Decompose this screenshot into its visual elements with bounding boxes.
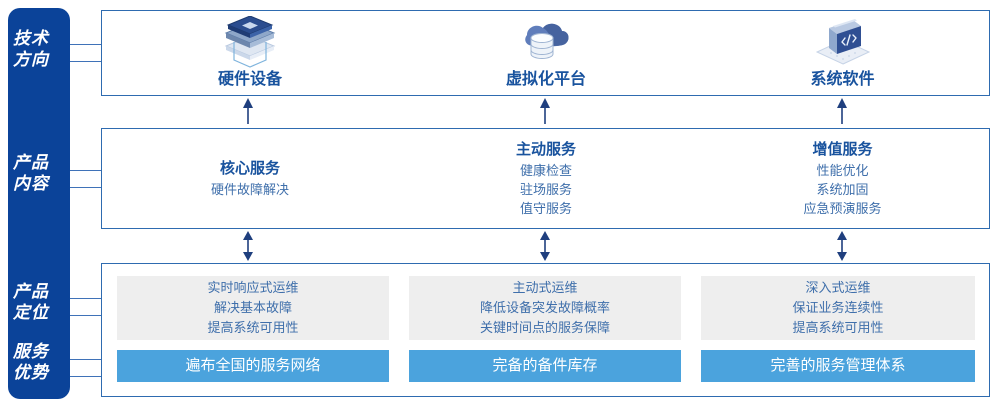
sidebar-item-service-advantages[interactable]: 服务 优势 [8,341,54,383]
connector-content-top [70,170,102,171]
tech-column-hardware-title: 硬件设备 [217,71,282,88]
sidebar-item-product-positioning[interactable]: 产品 定位 [8,281,54,323]
connector-tech-bottom [70,61,102,62]
content-item: 性能优化 [816,163,869,178]
positioning-line: 提高系统可用性 [792,320,884,335]
connector-advantages-bottom [70,376,102,377]
sidebar-item-product-content[interactable]: 产品 内容 [8,152,54,194]
advantage-bar-label: 完备的备件库存 [492,357,598,374]
connector-positioning-top [70,298,102,299]
positioning-line: 关键时间点的服务保障 [479,320,610,335]
sidebar-rail [8,8,70,399]
positioning-advantages-section: 实时响应式运维 解决基本故障 提高系统可用性 主动式运维 降低设备突发故障概率 … [101,263,990,397]
content-column-core-service[interactable]: 核心服务 硬件故障解决 [102,129,398,228]
content-item: 系统加固 [816,182,869,197]
arrow-up-down-icon-left [243,231,253,261]
advantage-bar-management-system[interactable]: 完善的服务管理体系 [701,350,975,382]
cloud-database-icon [525,23,569,60]
positioning-panel-indepth[interactable]: 深入式运维 保证业务连续性 提高系统可用性 [701,276,975,340]
content-item: 硬件故障解决 [210,182,289,197]
tech-column-system-software-title: 系统软件 [810,71,875,88]
content-item: 驻场服务 [519,182,572,197]
content-column-value-added-service[interactable]: 增值服务 性能优化 系统加固 应急预演服务 [694,129,991,228]
tech-column-hardware[interactable]: 硬件设备 [102,11,398,95]
positioning-panel-proactive[interactable]: 主动式运维 降低设备突发故障概率 关键时间点的服务保障 [409,276,681,340]
arrow-up-down-icon-center [540,231,550,261]
content-item: 值守服务 [519,201,572,216]
sidebar-item-service-advantages-line2: 优势 [13,363,49,382]
arrow-up-down-icon-right [837,231,847,261]
positioning-line: 主动式运维 [512,280,578,295]
advantage-bar-service-network[interactable]: 遍布全国的服务网络 [117,350,389,382]
advantage-bar-label: 遍布全国的服务网络 [185,357,321,374]
positioning-line: 深入式运维 [805,280,871,295]
tech-column-system-software[interactable]: 系统软件 [694,11,991,95]
arrow-up-icon-virtualization [540,98,550,124]
positioning-line: 实时响应式运维 [207,280,299,295]
connector-positioning-bottom [70,315,102,316]
positioning-panel-realtime[interactable]: 实时响应式运维 解决基本故障 提高系统可用性 [117,276,389,340]
server-stack-icon [224,16,276,68]
arrow-up-icon-system-software [837,98,847,124]
arrow-up-icon-hardware [243,98,253,124]
content-column-proactive-service[interactable]: 主动服务 健康检查 驻场服务 值守服务 [398,129,694,228]
tech-direction-section: 硬件设备 虚拟化平台 [101,10,990,96]
connector-advantages-top [70,359,102,360]
advantage-bar-spare-parts[interactable]: 完备的备件库存 [409,350,681,382]
positioning-line: 解决基本故障 [213,300,292,315]
sidebar-item-product-positioning-line2: 定位 [13,303,49,322]
tech-column-virtualization[interactable]: 虚拟化平台 [398,11,694,95]
sidebar-item-tech-direction[interactable]: 技术 方向 [8,28,54,70]
sidebar-item-product-content-line1: 产品 [13,153,49,172]
positioning-line: 保证业务连续性 [792,300,884,315]
sidebar-item-tech-direction-line1: 技术 [13,29,49,48]
content-column-proactive-service-title: 主动服务 [515,141,576,158]
positioning-line: 降低设备突发故障概率 [479,300,610,315]
sidebar-item-service-advantages-line1: 服务 [13,342,49,361]
product-content-section: 核心服务 硬件故障解决 主动服务 健康检查 驻场服务 值守服务 增值服务 性能优… [101,128,990,229]
sidebar-item-tech-direction-line2: 方向 [13,50,49,69]
connector-content-bottom [70,187,102,188]
connector-tech-top [70,44,102,45]
content-item: 应急预演服务 [803,201,882,216]
content-column-value-added-service-title: 增值服务 [812,141,873,158]
positioning-line: 提高系统可用性 [207,320,299,335]
advantage-bar-label: 完善的服务管理体系 [770,357,906,374]
content-item: 健康检查 [519,163,572,178]
content-column-core-service-title: 核心服务 [219,160,280,177]
tech-column-virtualization-title: 虚拟化平台 [505,71,586,88]
sidebar-item-product-positioning-line1: 产品 [13,282,49,301]
monitor-code-icon [815,19,870,65]
sidebar-item-product-content-line2: 内容 [13,174,49,193]
